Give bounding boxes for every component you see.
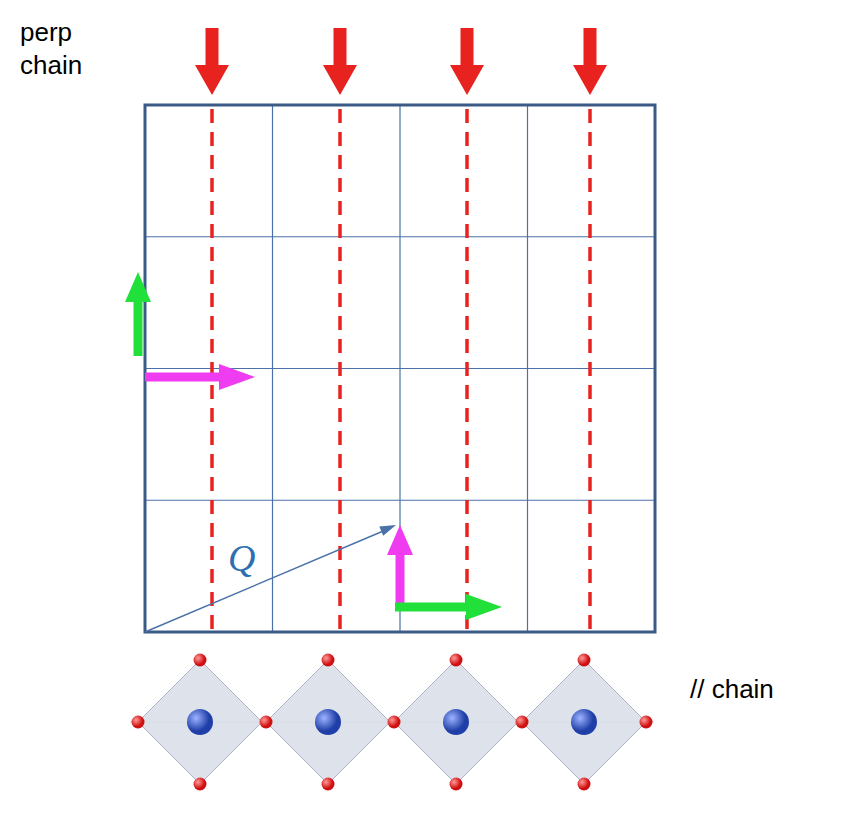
oxygen-atom [260, 716, 273, 729]
metal-atom [315, 709, 341, 735]
octahedron [522, 660, 646, 784]
oxygen-atom [578, 778, 591, 791]
octahedron [266, 660, 390, 784]
grid-line [145, 500, 655, 501]
oxygen-atom [322, 654, 335, 667]
chain-structure [130, 654, 654, 791]
q-vector-head [370, 525, 396, 536]
octahedron [394, 660, 518, 784]
oxygen-atom [194, 654, 207, 667]
metal-atom [571, 709, 597, 735]
oxygen-atom [388, 716, 401, 729]
magenta-arrow [387, 525, 413, 610]
dashed-line [210, 109, 214, 632]
oxygen-atom [322, 778, 335, 791]
axis-label: // chain [690, 674, 774, 705]
dashed-line [338, 109, 342, 632]
red-arrow [323, 28, 357, 95]
metal-atom [187, 709, 213, 735]
frame [145, 105, 655, 632]
red-arrow [573, 28, 607, 95]
red-arrow [195, 28, 229, 95]
red-arrow [450, 28, 484, 95]
oxygen-atom [578, 654, 591, 667]
oxygen-atom [516, 716, 529, 729]
q-vector [145, 529, 388, 632]
green-arrow [395, 594, 502, 620]
vector-label: Q [228, 538, 255, 580]
dashed-line [588, 109, 592, 632]
magenta-arrow [145, 364, 255, 390]
oxygen-atom [450, 654, 463, 667]
axis-label: perp chain [20, 16, 115, 81]
oxygen-atom [132, 716, 145, 729]
oxygen-atom [450, 778, 463, 791]
dashed-line [465, 109, 469, 632]
oxygen-atom [640, 716, 653, 729]
grid-line [527, 105, 528, 632]
octahedron [138, 660, 262, 784]
metal-atom [443, 709, 469, 735]
green-arrow [125, 272, 151, 356]
grid [145, 105, 655, 632]
oxygen-atom [194, 778, 207, 791]
